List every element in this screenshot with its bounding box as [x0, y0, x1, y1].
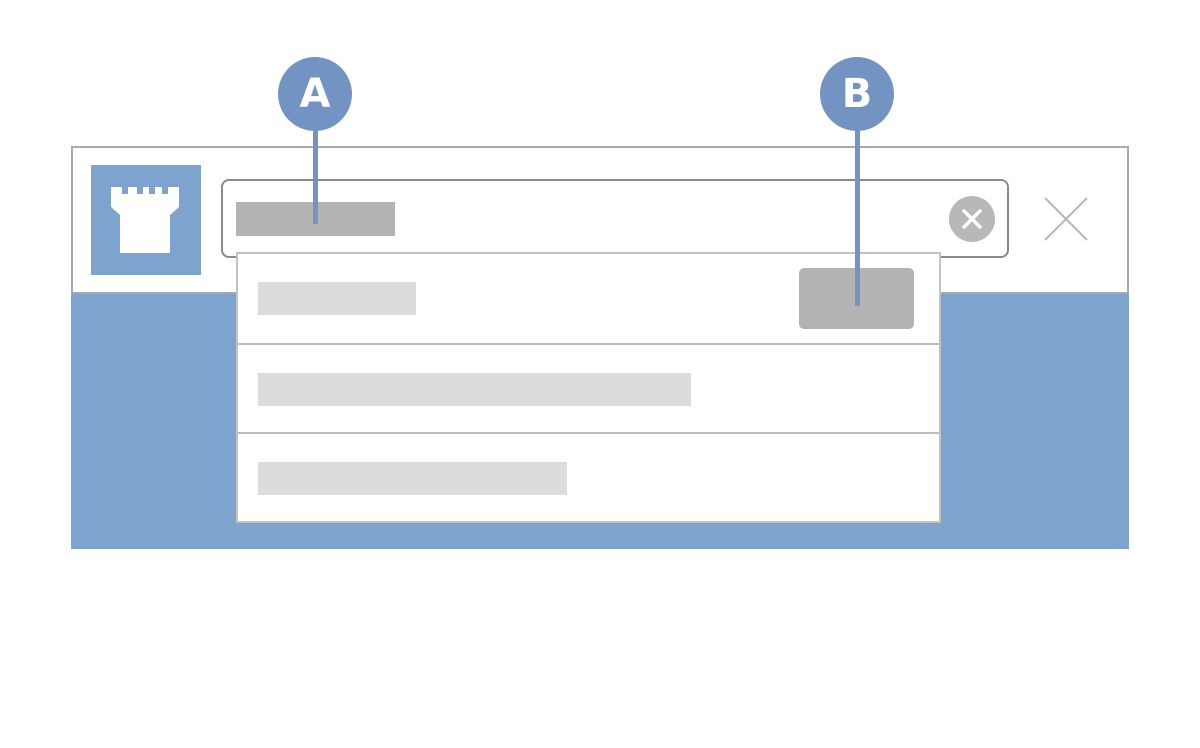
suggestion-item[interactable] [238, 254, 939, 343]
callout-a-leader-line [313, 120, 318, 224]
suggestion-text-placeholder [258, 282, 416, 315]
suggestion-item[interactable] [238, 432, 939, 521]
suggestions-dropdown [236, 252, 941, 523]
callout-b-badge: B [820, 57, 894, 131]
app-glyph-icon [111, 187, 179, 253]
close-x-icon [1044, 197, 1088, 241]
suggestion-text-placeholder [258, 373, 691, 406]
clear-circle-x-icon [962, 209, 982, 229]
suggestion-item[interactable] [238, 343, 939, 432]
suggestion-text-placeholder [258, 462, 567, 495]
clear-search-button[interactable] [949, 196, 995, 242]
app-icon[interactable] [91, 165, 201, 275]
close-search-button[interactable] [1042, 195, 1090, 243]
callout-b-leader-line [855, 120, 860, 306]
callout-a-badge: A [278, 57, 352, 131]
